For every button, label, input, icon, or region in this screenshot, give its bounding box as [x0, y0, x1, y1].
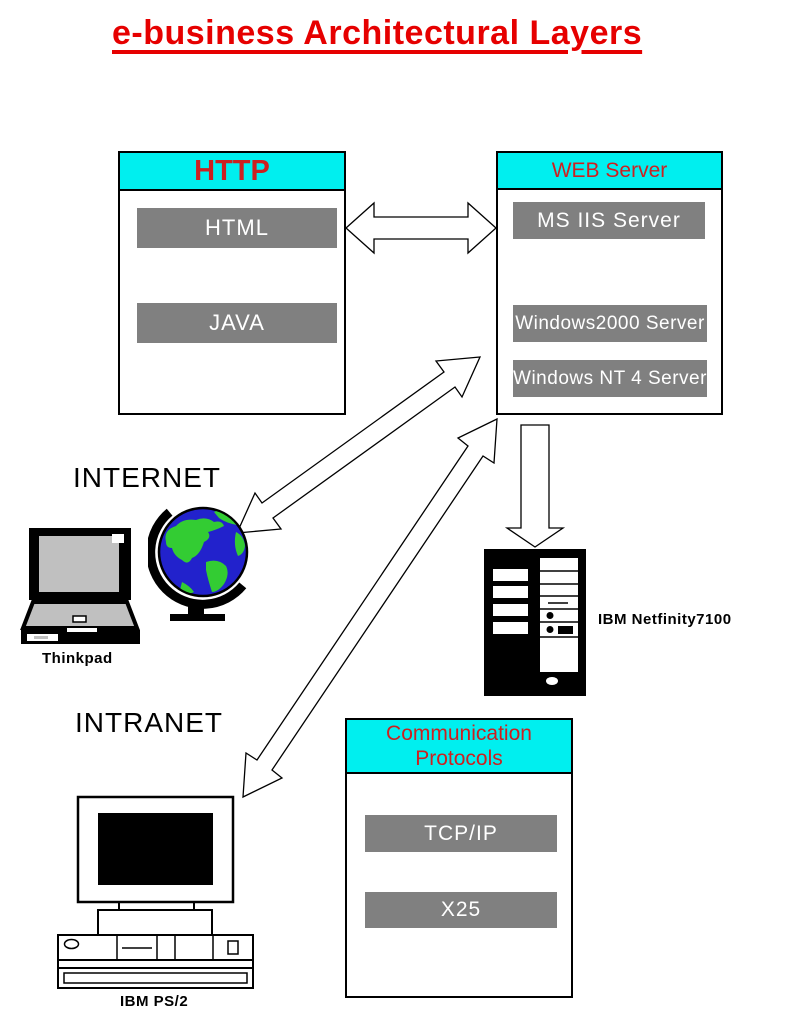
thinkpad-laptop-icon: [20, 528, 140, 644]
ms-iis-item: MS IIS Server: [513, 202, 705, 239]
internet-globe-icon: [148, 506, 249, 621]
windows-nt4-item: Windows NT 4 Server: [513, 360, 707, 397]
http-webserver-arrow-icon: [345, 201, 497, 255]
intranet-label: INTRANET: [75, 707, 223, 738]
ibm-ps2-desktop-icon: [57, 795, 254, 989]
java-item: JAVA: [137, 303, 337, 343]
ibm-ps2-label: IBM PS/2: [120, 993, 189, 1010]
internet-label: INTERNET: [73, 462, 221, 493]
thinkpad-label: Thinkpad: [42, 650, 113, 667]
x25-item: X25: [365, 892, 557, 928]
protocols-panel: Communication Protocols TCP/IP X25: [345, 718, 573, 998]
html-item: HTML: [137, 208, 337, 248]
web-server-panel-header: WEB Server: [496, 151, 723, 190]
netfinity-server-icon: [484, 549, 586, 696]
web-server-panel: WEB Server MS IIS Server Windows2000 Ser…: [496, 151, 723, 415]
ibm-netfinity-label: IBM Netfinity7100: [598, 611, 732, 628]
page-title: e-business Architectural Layers: [112, 14, 643, 52]
tcpip-item: TCP/IP: [365, 815, 557, 852]
windows2000-item: Windows2000 Server: [513, 305, 707, 342]
http-panel: HTTP HTML JAVA: [118, 151, 346, 415]
protocols-panel-header: Communication Protocols: [345, 718, 573, 774]
webserver-netfinity-arrow-icon: [504, 424, 566, 548]
http-panel-header: HTTP: [118, 151, 346, 191]
